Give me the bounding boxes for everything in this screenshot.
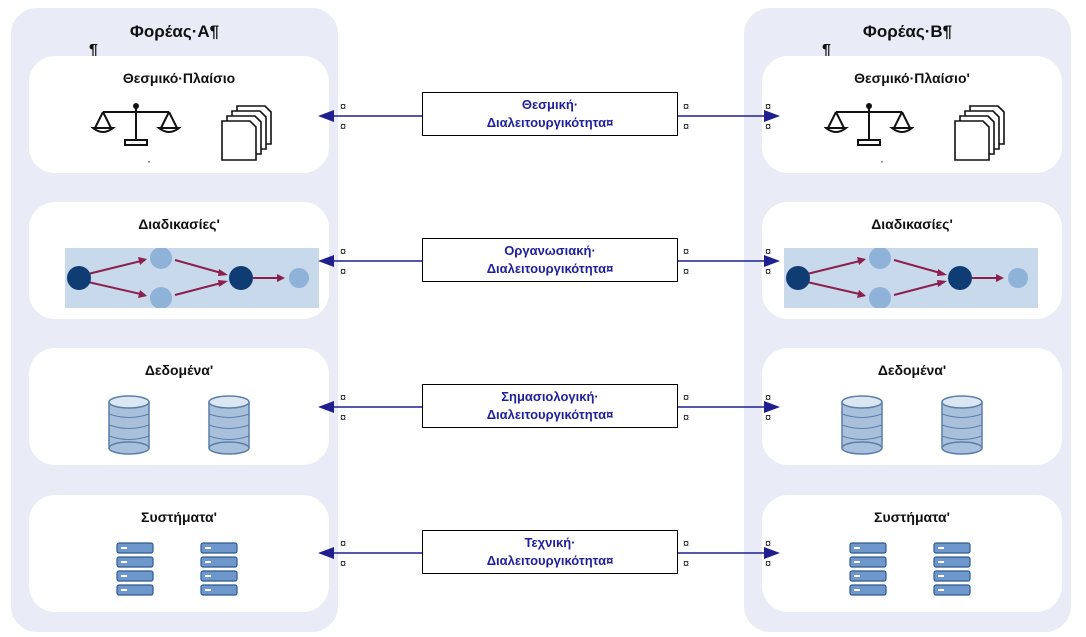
documents-icon xyxy=(954,105,1005,161)
interop-line2: Διαλειτουργικότητα¤ xyxy=(486,261,614,276)
entity-a-data-label: Δεδομένα' xyxy=(144,362,214,378)
entity-a-process-label: Διαδικασίες' xyxy=(138,216,220,232)
legal-interoperability-box: Θεσμική· Διαλειτουργικότητα¤ xyxy=(422,92,678,136)
server-icon xyxy=(116,542,154,596)
cell-mark: ¤ xyxy=(765,246,772,258)
interop-line1: Τεχνική· xyxy=(524,535,576,550)
cell-mark: ¤ xyxy=(340,101,347,113)
technical-interoperability-box: Τεχνική· Διαλειτουργικότητα¤ xyxy=(422,530,678,574)
database-icon xyxy=(841,395,883,455)
database-icon xyxy=(208,395,250,455)
entity-b-data-card: Δεδομένα' xyxy=(762,348,1062,465)
cell-mark: ¤ xyxy=(340,538,347,550)
documents-icon xyxy=(221,105,272,161)
entity-b-systems-label: Συστήματα' xyxy=(874,509,950,525)
cell-mark: ¤ xyxy=(683,392,690,404)
cell-mark: ¤ xyxy=(340,412,347,424)
process-flow-icon xyxy=(65,248,319,308)
entity-a-systems-card: Συστήματα' xyxy=(29,495,329,612)
cell-mark: ¤ xyxy=(340,266,347,278)
database-icon xyxy=(108,395,150,455)
cell-mark: ¤ xyxy=(765,266,772,278)
interop-line1: Οργανωσιακή· xyxy=(504,243,596,258)
cell-mark: ¤ xyxy=(683,246,690,258)
organizational-interoperability-box: Οργανωσιακή· Διαλειτουργικότητα¤ xyxy=(422,238,678,282)
cell-mark: ¤ xyxy=(683,558,690,570)
entity-a-process-card: Διαδικασίες' xyxy=(29,202,329,319)
cell-mark: ¤ xyxy=(340,558,347,570)
cell-mark: ¤ xyxy=(765,558,772,570)
cell-mark: ¤ xyxy=(765,392,772,404)
interop-line1: Θεσμική· xyxy=(521,97,579,112)
database-icon xyxy=(941,395,983,455)
entity-b-process-label: Διαδικασίες' xyxy=(871,216,953,232)
entity-b-legal-dot: · xyxy=(880,154,884,168)
interop-line2: Διαλειτουργικότητα¤ xyxy=(486,115,614,130)
interop-line1: Σημασιολογική· xyxy=(501,389,599,404)
cell-mark: ¤ xyxy=(340,246,347,258)
interop-line2: Διαλειτουργικότητα¤ xyxy=(486,407,614,422)
entity-a-legal-dot: · xyxy=(147,154,151,168)
cell-mark: ¤ xyxy=(765,121,772,133)
cell-mark: ¤ xyxy=(683,538,690,550)
entity-b-process-card: Διαδικασίες' xyxy=(762,202,1062,319)
entity-b-panel: Φορέας·B¶ ¶ Θεσμικό·Πλαίσιο' · xyxy=(744,8,1071,632)
server-icon xyxy=(200,542,238,596)
server-icon xyxy=(933,542,971,596)
cell-mark: ¤ xyxy=(765,538,772,550)
entity-b-pilcrow: ¶ xyxy=(822,42,831,59)
entity-a-systems-label: Συστήματα' xyxy=(141,509,217,525)
cell-mark: ¤ xyxy=(683,121,690,133)
entity-a-data-card: Δεδομένα' xyxy=(29,348,329,465)
entity-b-legal-card: Θεσμικό·Πλαίσιο' · xyxy=(762,56,1062,173)
cell-mark: ¤ xyxy=(340,392,347,404)
cell-mark: ¤ xyxy=(340,121,347,133)
interop-line2: Διαλειτουργικότητα¤ xyxy=(486,553,614,568)
entity-a-legal-label: Θεσμικό·Πλαίσιο xyxy=(122,70,236,86)
entity-a-panel: Φορέας·A¶ ¶ Θεσμικό·Πλαίσιο · xyxy=(11,8,338,632)
cell-mark: ¤ xyxy=(683,101,690,113)
process-flow-icon xyxy=(784,248,1038,308)
cell-mark: ¤ xyxy=(683,266,690,278)
entity-a-legal-card: Θεσμικό·Πλαίσιο · xyxy=(29,56,329,173)
cell-mark: ¤ xyxy=(765,101,772,113)
entity-b-data-label: Δεδομένα' xyxy=(877,362,947,378)
entity-b-title: Φορέας·B¶ xyxy=(862,22,953,41)
scales-icon xyxy=(91,103,181,146)
entity-a-title: Φορέας·A¶ xyxy=(129,22,220,41)
server-icon xyxy=(849,542,887,596)
scales-icon xyxy=(824,103,914,146)
entity-b-legal-label: Θεσμικό·Πλαίσιο' xyxy=(854,70,970,86)
cell-mark: ¤ xyxy=(683,412,690,424)
entity-b-systems-card: Συστήματα' xyxy=(762,495,1062,612)
cell-mark: ¤ xyxy=(765,412,772,424)
semantic-interoperability-box: Σημασιολογική· Διαλειτουργικότητα¤ xyxy=(422,384,678,428)
entity-a-pilcrow: ¶ xyxy=(89,42,98,59)
